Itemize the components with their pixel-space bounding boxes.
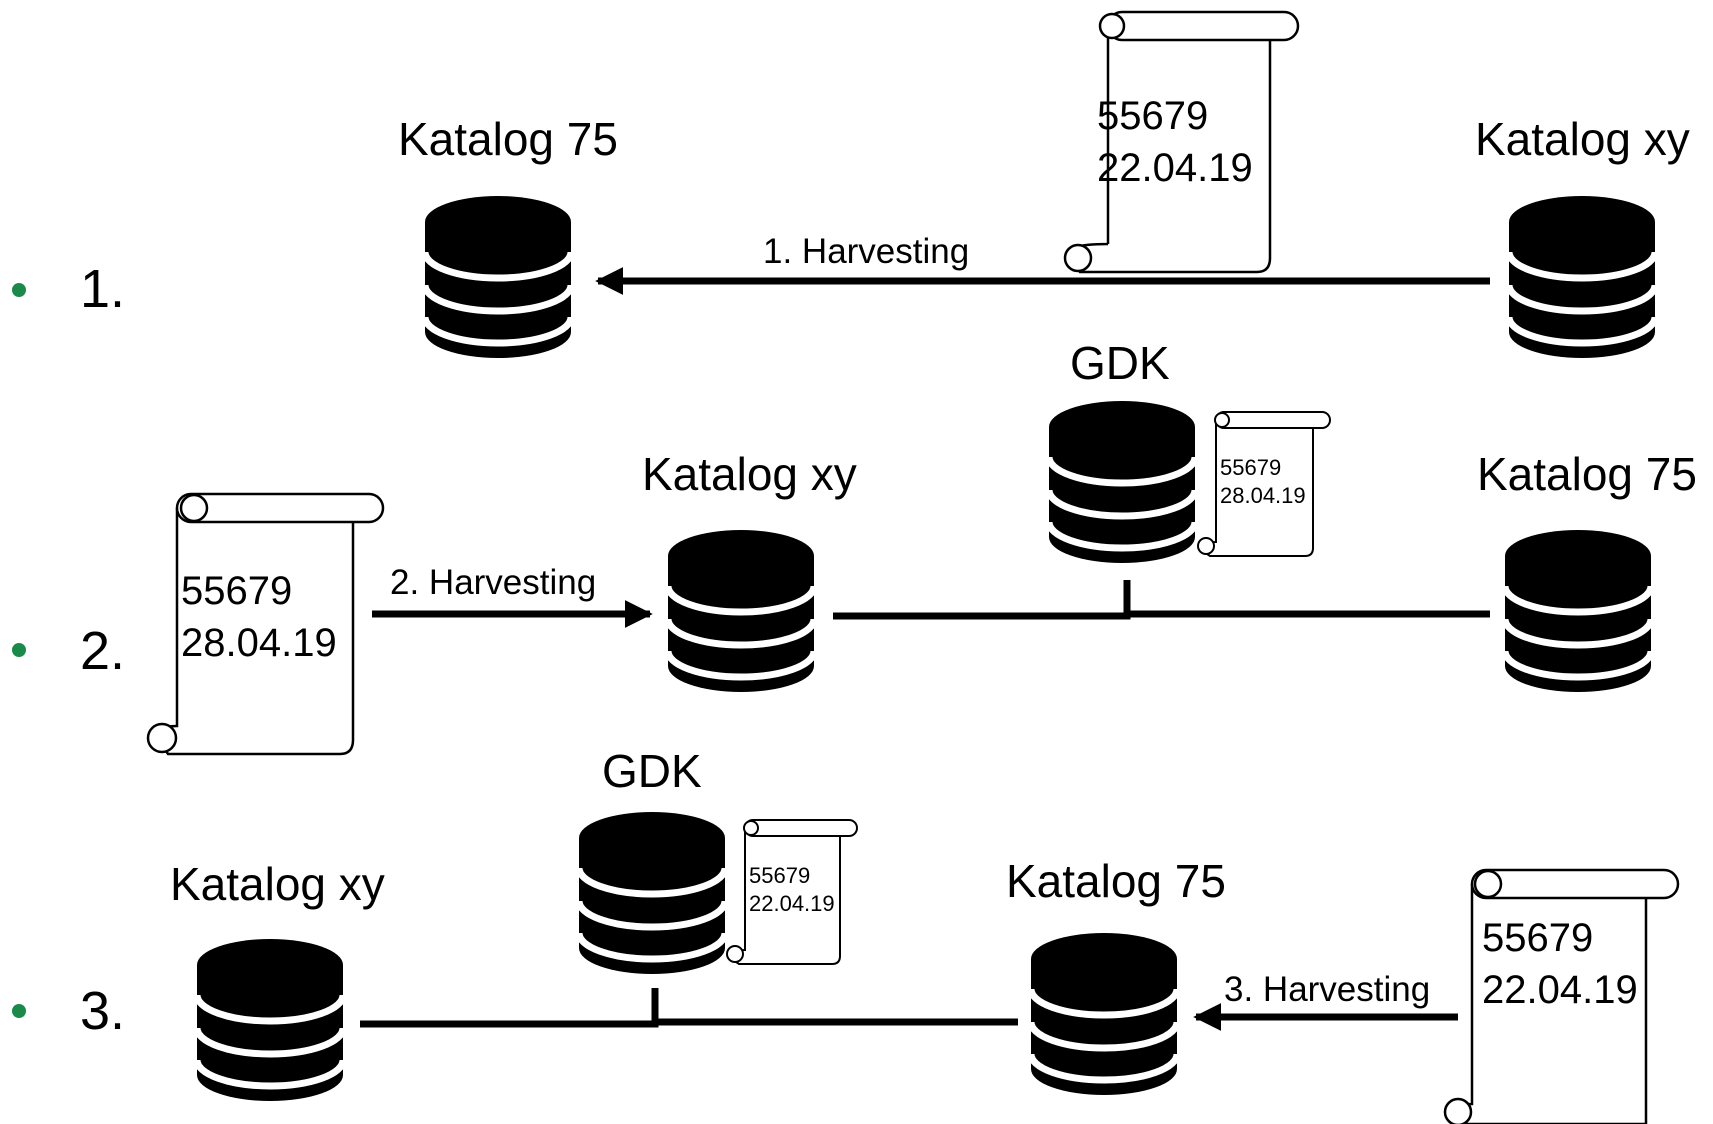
record-text-row3: 55679 22.04.19 [1482, 912, 1638, 1016]
hub-record-date-row3: 22.04.19 [749, 891, 835, 916]
bullet-row2 [12, 643, 26, 657]
record-id-row2: 55679 [181, 569, 293, 613]
hub-label-row3: GDK [602, 745, 702, 797]
scroll-icon-row3 [1443, 868, 1680, 1124]
bullet-row3 [12, 1004, 26, 1018]
database-icon-katalog-75-row2 [1505, 530, 1651, 692]
scroll-icon-gdk-row2 [1197, 411, 1331, 557]
arrow-label-row1: 1. Harvesting [763, 232, 970, 271]
database-icon-katalog-xy-row2 [668, 530, 814, 692]
database-icon-katalog-75-row3 [1031, 933, 1177, 1095]
record-text-row1: 55679 22.04.19 [1097, 90, 1253, 194]
scroll-icon-row2 [146, 492, 385, 756]
scroll-icon-row1 [1063, 10, 1300, 274]
hub-record-text-row3: 55679 22.04.19 [749, 862, 835, 918]
hub-label-row2: GDK [1070, 337, 1170, 389]
record-text-row2: 55679 28.04.19 [181, 565, 337, 669]
connector-left-row3 [360, 988, 659, 1028]
db-label-left-row1: Katalog 75 [398, 113, 618, 165]
record-date-row1: 22.04.19 [1097, 146, 1253, 190]
step-number-row1: 1. [80, 259, 126, 319]
arrow-label-row3: 3. Harvesting [1224, 970, 1431, 1009]
record-date-row2: 28.04.19 [181, 621, 337, 665]
database-icon-katalog-75-row1 [425, 196, 571, 358]
scroll-icon-gdk-row3 [726, 819, 858, 965]
record-id-row3: 55679 [1482, 916, 1594, 960]
db-label-right-row1: Katalog xy [1475, 113, 1690, 165]
step-number-row2: 2. [80, 621, 126, 681]
record-id-row1: 55679 [1097, 94, 1209, 138]
database-icon-gdk-row3 [579, 812, 725, 974]
database-icon-katalog-xy-row3 [197, 939, 343, 1101]
hub-record-id-row2: 55679 [1220, 455, 1282, 480]
database-icon-katalog-xy-row1 [1509, 196, 1655, 358]
hub-record-id-row3: 55679 [749, 863, 811, 888]
hub-record-text-row2: 55679 28.04.19 [1220, 454, 1306, 510]
db-label-right-row2: Katalog 75 [1477, 448, 1697, 500]
db-label-right-row3: Katalog 75 [1006, 855, 1226, 907]
arrow-label-row2: 2. Harvesting [390, 563, 597, 602]
db-label-left-row3: Katalog xy [170, 858, 385, 910]
database-icon-gdk-row2 [1049, 401, 1195, 563]
bullet-row1 [12, 283, 26, 297]
connector-left-row2 [833, 580, 1131, 620]
record-date-row3: 22.04.19 [1482, 968, 1638, 1012]
db-label-left-row2: Katalog xy [642, 448, 857, 500]
hub-record-date-row2: 28.04.19 [1220, 483, 1306, 508]
step-number-row3: 3. [80, 981, 126, 1041]
